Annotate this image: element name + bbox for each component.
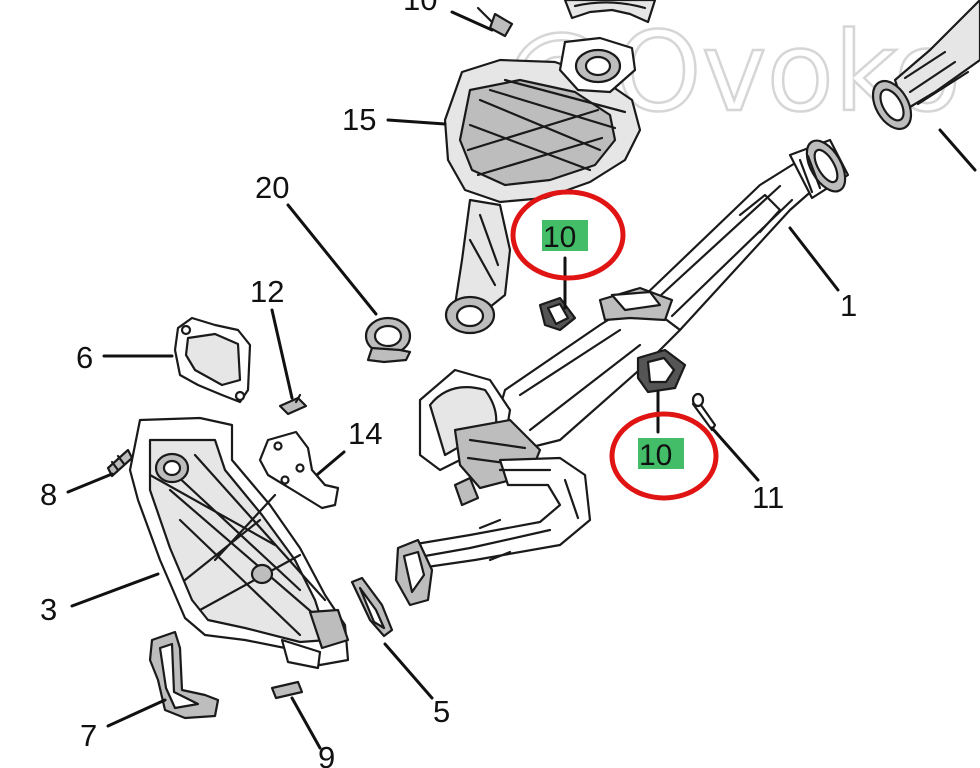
part-5-gasket (350, 576, 394, 638)
part-15-upper-catalytic-converter (443, 36, 642, 335)
part-9-stud (270, 680, 304, 700)
highlight-circle-lower (609, 411, 719, 501)
label-part-5: 5 (433, 694, 450, 729)
label-part-6: 6 (76, 340, 93, 375)
label-part-10-lower: 10 (639, 439, 672, 472)
label-part-9: 9 (318, 740, 335, 768)
label-part-20: 20 (255, 170, 289, 205)
part-14-bracket (258, 430, 340, 510)
part-6-gasket (173, 316, 252, 404)
leader-lines (66, 10, 977, 750)
top-bolt-partial (476, 6, 514, 38)
label-10-upper-highlight (542, 220, 588, 251)
label-part-15: 15 (342, 102, 376, 137)
part-8-stud (106, 448, 134, 478)
part-7-heat-shield (148, 630, 220, 720)
part-20-gasket (364, 316, 412, 364)
highlight-circle-upper (510, 189, 626, 281)
top-clamp-partial (563, 0, 657, 24)
label-part-14: 14 (348, 416, 382, 451)
part-upper-right-pipe (871, 0, 980, 130)
part-12-bolt (278, 393, 308, 416)
part-1-y-pipe (394, 138, 850, 607)
label-part-10-top: 10 (403, 0, 437, 17)
part-10-clamp-upper (538, 296, 577, 332)
label-part-8: 8 (40, 477, 57, 512)
label-part-7: 7 (80, 718, 97, 753)
part-3-manifold-converter (128, 416, 350, 670)
label-10-lower-highlight (638, 438, 684, 469)
label-part-11: 11 (752, 480, 784, 515)
label-part-12: 12 (250, 274, 284, 309)
label-part-3: 3 (40, 592, 57, 627)
part-10-clamp-lower (636, 348, 687, 394)
label-part-1: 1 (840, 288, 857, 323)
label-part-10-upper: 10 (543, 221, 576, 254)
